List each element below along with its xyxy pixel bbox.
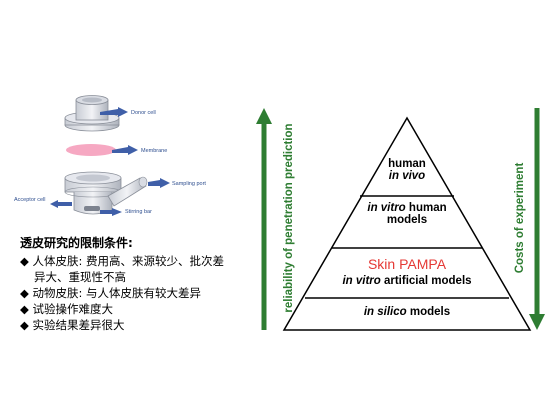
reliability-arrow [256,108,272,330]
tier-in-vitro-human: in vitro human models [367,202,447,226]
pyramid-diagram: human in vivo in vitro human models Skin… [250,100,554,340]
membrane-label: Membrane [141,148,168,154]
tier-skin-pampa: Skin PAMPA in vitro artificial models [342,256,472,287]
list-item: ◆ 动物皮肤: 与人体皮肤有较大差异 [20,286,202,300]
pampa-label: PAMPA [395,256,447,272]
donor-cell-label: Donor cell [131,110,156,116]
limitations-title: 透皮研究的限制条件: [20,236,133,250]
callout-arrows [50,107,170,216]
tier-human-in-vivo: human in vivo [388,158,426,182]
diamond-bullet-icon: ◆ [20,286,29,300]
diamond-bullet-icon: ◆ [20,318,29,332]
diffusion-cell-drawing [50,95,170,216]
cost-arrow [529,108,545,330]
list-item: ◆ 人体皮肤: 费用高、来源较少、批次差 [20,254,225,268]
pyramid-outline [282,116,532,331]
membrane-shape [66,144,116,156]
pyramid-drawing [256,108,545,331]
diamond-bullet-icon: ◆ [20,254,29,268]
limitations-list: ◆ 人体皮肤: 费用高、来源较少、批次差 异大、重现性不高 ◆ 动物皮肤: 与人… [20,253,250,333]
reliability-axis-label: reliability of penetration prediction [283,123,295,313]
stirring-bar-label: Stirring bar [125,209,152,215]
list-item: ◆ 试验操作难度大 [20,302,114,316]
acceptor-cell-label: Acceptor cell [14,197,46,203]
list-item: ◆ 实验结果差异很大 [20,318,125,332]
diffusion-cell-figure: Donor cell Membrane Sampling port Accept… [0,0,230,230]
limitations-block: 透皮研究的限制条件: ◆ 人体皮肤: 费用高、来源较少、批次差 异大、重现性不高… [20,234,250,333]
list-item-continuation: 异大、重现性不高 [34,270,126,284]
diamond-bullet-icon: ◆ [20,302,29,316]
tier-in-silico: in silico models [363,306,451,318]
cost-axis-label: Costs of experiment [514,162,526,274]
acceptor-cell-shape [64,171,148,215]
sampling-port-label: Sampling port [172,181,206,187]
skin-red-label: Skin [367,256,396,272]
